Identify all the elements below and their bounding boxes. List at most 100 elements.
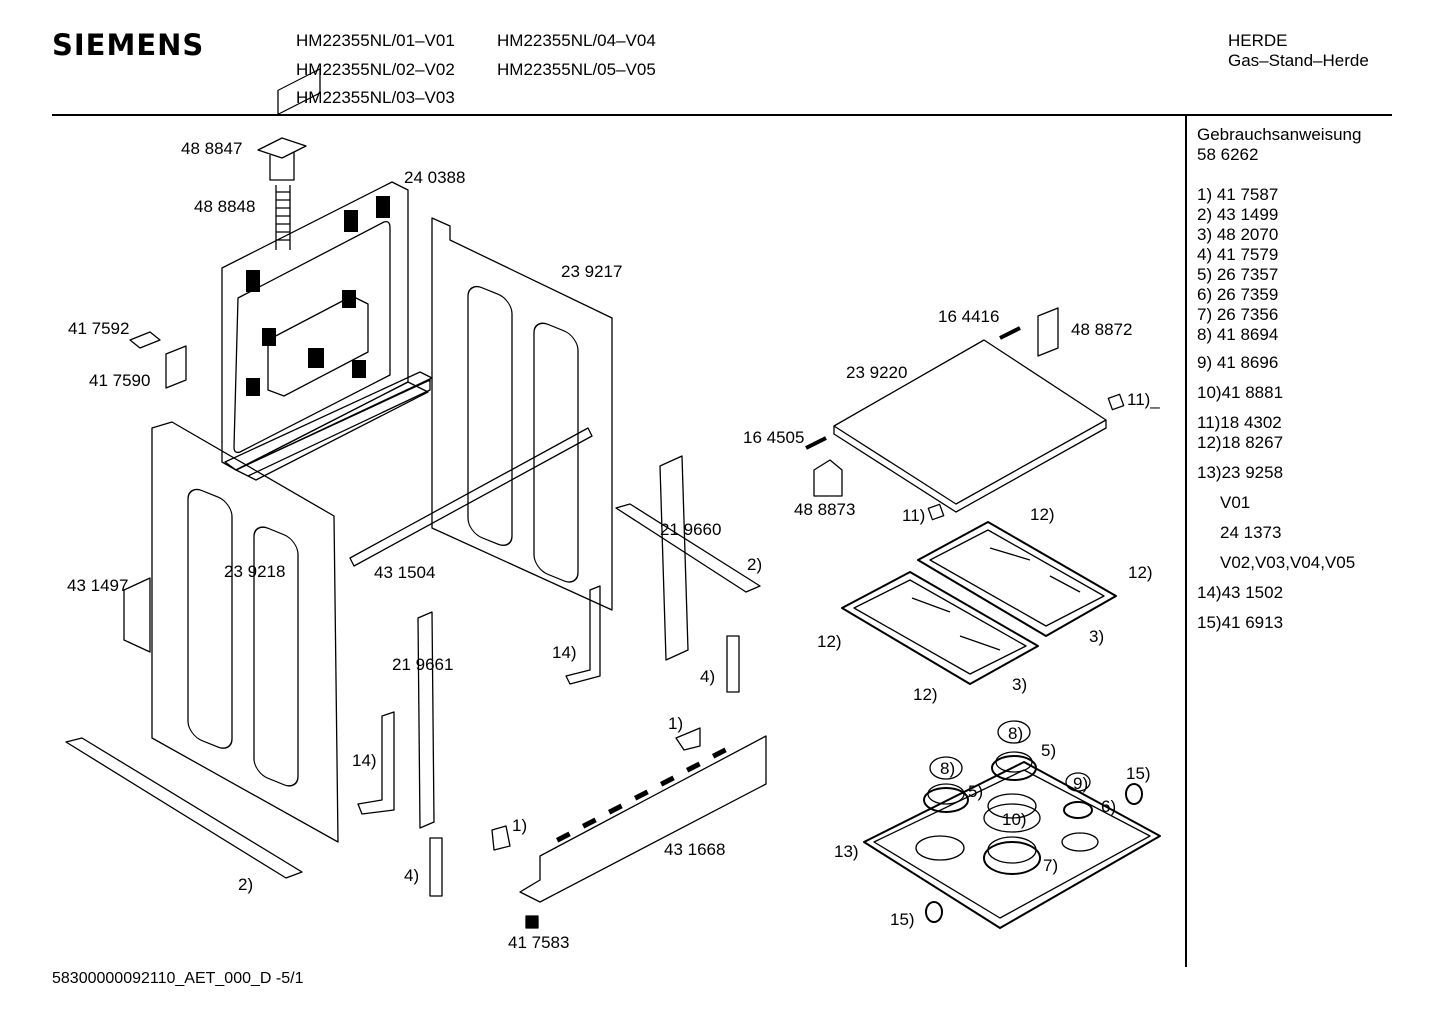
part-entry: 9) 41 8696 [1197, 353, 1279, 372]
vertical-strip-219660 [659, 455, 689, 661]
hob-plate [863, 761, 1161, 929]
lid-hinge [805, 307, 1059, 497]
model-number: HM22355NL/01–V01 [296, 31, 455, 50]
callout-label: 2) [238, 875, 254, 894]
callout-label: 43 1668 [664, 840, 726, 859]
callout-label: 7) [1043, 856, 1059, 875]
part-entry: 13)23 9258 [1197, 463, 1284, 482]
part-entry: 4) 41 7579 [1197, 245, 1279, 264]
callout-label: 12) [1030, 505, 1055, 524]
callout-label: 15) [1126, 764, 1151, 783]
manual-number: 58 6262 [1197, 145, 1259, 164]
callout-label: 12) [913, 685, 938, 704]
hinge-bracket [357, 585, 601, 815]
header-divider [52, 114, 1392, 116]
part-entry: 14)43 1502 [1197, 583, 1284, 602]
part-entry: 24 1373 [1220, 523, 1282, 542]
part-entry: 8) 41 8694 [1197, 325, 1279, 344]
pan-support [841, 521, 1117, 685]
model-number: HM22355NL/05–V05 [497, 60, 656, 79]
burner [923, 720, 1093, 875]
rubber-stop-11 [927, 393, 1125, 521]
foot-417583 [525, 915, 539, 929]
front-strip [349, 427, 593, 567]
small-part-1 [491, 727, 701, 851]
callout-label: 12) [1128, 563, 1153, 582]
part-entry: 11)18 4302 [1197, 413, 1282, 432]
callout-label: 11)_ [1127, 390, 1160, 409]
knob-ring [925, 783, 1143, 923]
callout-label: 23 9218 [224, 562, 286, 581]
callout-label: 48 8872 [1071, 320, 1133, 339]
part-entry: 2) 43 1499 [1197, 205, 1279, 224]
callout-label: 1) [668, 714, 684, 733]
bottom-rail-left [65, 737, 303, 879]
callout-label: 11) [902, 506, 926, 525]
callout-label: 3) [1089, 627, 1105, 646]
callout-label: 16 4505 [743, 428, 805, 447]
manual-title: Gebrauchsanweisung [1197, 125, 1362, 144]
callout-label: 2) [747, 555, 763, 574]
callout-label: 8) [1008, 724, 1024, 743]
sidebar-divider [1185, 115, 1187, 967]
callout-label: 9) [1073, 774, 1089, 793]
callout-label: 48 8847 [181, 139, 243, 158]
callout-label: 21 9661 [392, 655, 454, 674]
callout-label: 13) [834, 842, 859, 861]
part-entry: 6) 26 7359 [1197, 285, 1279, 304]
callout-label: 16 4416 [938, 307, 1000, 326]
exhaust-duct [257, 137, 307, 250]
callout-label: 43 1497 [67, 576, 129, 595]
right-side-panel [431, 217, 613, 611]
callout-label: 41 7583 [508, 933, 570, 952]
callout-label: 5) [968, 782, 984, 801]
cover-lid [833, 339, 1107, 513]
part-entry: 10)41 8881 [1197, 383, 1284, 402]
callout-label: 12) [817, 632, 842, 651]
callout-label: 48 8848 [194, 197, 256, 216]
rear-panel [221, 68, 429, 481]
part-entry: 7) 26 7356 [1197, 305, 1279, 324]
part-variant: V01 [1220, 493, 1251, 512]
plinth-431668 [519, 735, 767, 903]
clip-417592 [129, 331, 187, 389]
model-number: HM22355NL/03–V03 [296, 88, 455, 107]
part-entry: 12)18 8267 [1197, 433, 1284, 452]
parts-list: Gebrauchsanweisung 58 6262 1) 41 7587 2)… [1197, 125, 1361, 633]
callout-label: 41 7590 [89, 371, 151, 390]
callout-label: 14) [352, 751, 377, 770]
hinge-part-4 [429, 635, 740, 897]
part-entry: 5) 26 7357 [1197, 265, 1279, 284]
category-title: HERDE [1228, 31, 1288, 50]
part-entry: 3) 48 2070 [1197, 225, 1279, 244]
callout-label: 10) [1002, 810, 1027, 829]
callout-label: 4) [404, 866, 420, 885]
callout-label: 23 9217 [561, 262, 623, 281]
category-subtitle: Gas–Stand–Herde [1228, 51, 1369, 70]
model-number: HM22355NL/04–V04 [497, 31, 656, 50]
callout-label: 48 8873 [794, 500, 856, 519]
callout-label: 24 0388 [404, 168, 466, 187]
callout-label: 1) [512, 816, 528, 835]
callout-label: 15) [890, 910, 915, 929]
callout-label: 41 7592 [68, 319, 130, 338]
brand-logo: SIEMENS [52, 28, 205, 62]
bracket-431497 [123, 577, 151, 653]
callout-label: 6) [1101, 797, 1117, 816]
part-entry: 15)41 6913 [1197, 613, 1284, 632]
vertical-strip-219661 [417, 611, 435, 829]
model-number: HM22355NL/02–V02 [296, 60, 455, 79]
callout-label: 21 9660 [660, 520, 722, 539]
part-variant: V02,V03,V04,V05 [1220, 553, 1356, 572]
bottom-rail-right [615, 503, 761, 593]
callout-label: 5) [1041, 741, 1057, 760]
callout-label: 8) [940, 759, 956, 778]
callout-label: 4) [700, 667, 716, 686]
part-entry: 1) 41 7587 [1197, 185, 1279, 204]
callout-label: 14) [552, 643, 577, 662]
callout-label: 43 1504 [374, 563, 436, 582]
callout-label: 23 9220 [846, 363, 908, 382]
left-side-panel [151, 371, 433, 843]
callout-label: 3) [1012, 675, 1028, 694]
